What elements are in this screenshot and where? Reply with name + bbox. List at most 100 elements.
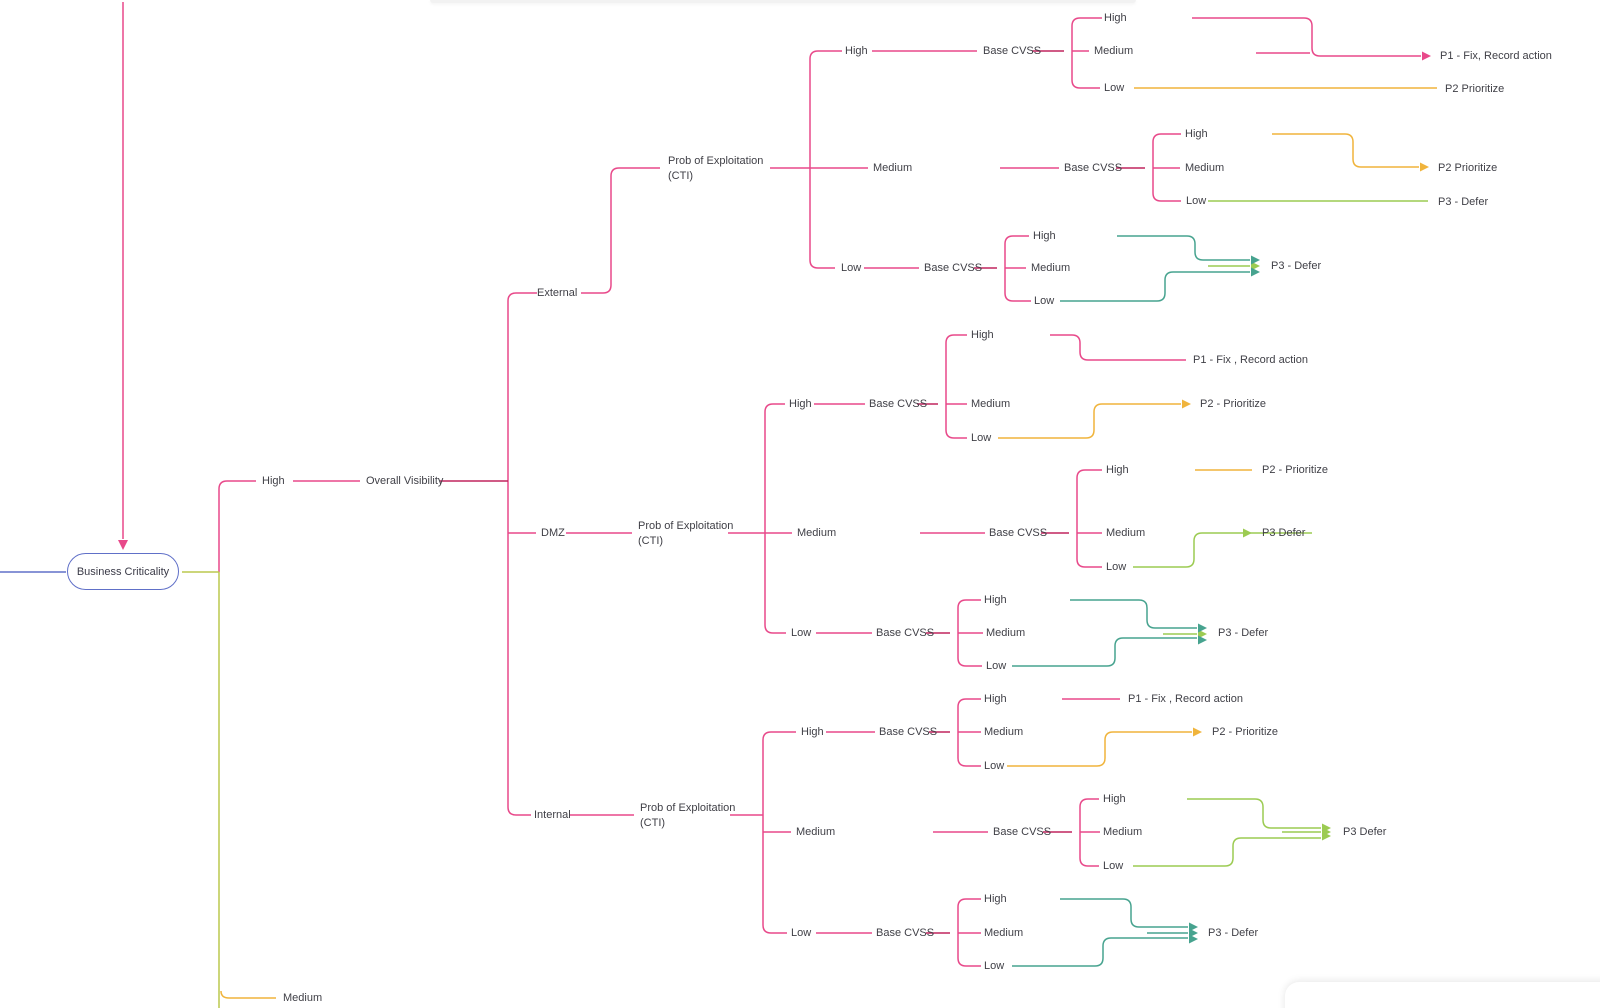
bracket-dmz	[764, 403, 786, 634]
el-outcome-p3[interactable]: P3 - Defer	[1271, 260, 1322, 272]
eh-base-cvss-node[interactable]: Base CVSS	[983, 45, 1042, 57]
dh-base-cvss-node[interactable]: Base CVSS	[869, 398, 928, 410]
eh-p1-arrowhead-icon	[1422, 51, 1431, 61]
eh-parent-label[interactable]: High	[845, 45, 868, 57]
im-high-line	[1187, 798, 1321, 829]
dm-outcome-p3[interactable]: P3 Defer	[1262, 527, 1306, 539]
im-outcome-p3[interactable]: P3 Defer	[1343, 826, 1387, 838]
il-child-medium[interactable]: Medium	[984, 927, 1024, 939]
edges-olive	[182, 571, 220, 1008]
dmz-poe-line1[interactable]: Prob of Exploitation	[638, 520, 734, 532]
ih-child-low[interactable]: Low	[984, 760, 1005, 772]
dh-outcome-p1[interactable]: P1 - Fix , Record action	[1193, 354, 1308, 366]
ih-child-high[interactable]: High	[984, 693, 1007, 705]
em-child-high[interactable]: High	[1185, 128, 1208, 140]
il-mid-arrowhead-icon	[1189, 928, 1198, 938]
il-outcome-p3[interactable]: P3 - Defer	[1208, 927, 1259, 939]
l1-high-label[interactable]: High	[262, 475, 285, 487]
dl-high-arrowhead-icon	[1198, 623, 1207, 633]
ih-child-medium[interactable]: Medium	[984, 726, 1024, 738]
il-child-low[interactable]: Low	[984, 960, 1005, 972]
dh-child-medium[interactable]: Medium	[971, 398, 1011, 410]
dm-base-cvss-node[interactable]: Base CVSS	[989, 527, 1048, 539]
dm-outcome-p2[interactable]: P2 - Prioritize	[1262, 464, 1329, 476]
internal-poe-line1[interactable]: Prob of Exploitation	[640, 802, 736, 814]
internal-label[interactable]: Internal	[534, 809, 571, 821]
ih-base-cvss-node[interactable]: Base CVSS	[879, 726, 938, 738]
dl-base-cvss-node[interactable]: Base CVSS	[876, 627, 935, 639]
external-poe-line2[interactable]: (CTI)	[668, 170, 694, 182]
il-child-high[interactable]: High	[984, 893, 1007, 905]
l1-medium-label[interactable]: Medium	[283, 992, 323, 1004]
dh-child-high[interactable]: High	[971, 329, 994, 341]
cropped-toolbar-shadow	[430, 0, 1136, 3]
dmz-poe-line2[interactable]: (CTI)	[638, 535, 664, 547]
dl-parent-label[interactable]: Low	[791, 627, 812, 639]
eh-p1-high-feeder	[1192, 17, 1421, 57]
dm-bracket	[1076, 469, 1102, 568]
dh-p1-line	[1050, 334, 1186, 361]
dl-child-low[interactable]: Low	[986, 660, 1007, 672]
l1-high-elbow	[218, 480, 256, 572]
el-child-high[interactable]: High	[1033, 230, 1056, 242]
eh-child-high[interactable]: High	[1104, 12, 1127, 24]
dm-child-medium[interactable]: Medium	[1106, 527, 1146, 539]
ih-outcome-p1[interactable]: P1 - Fix , Record action	[1128, 693, 1243, 705]
im-child-low[interactable]: Low	[1103, 860, 1124, 872]
external-poe-line1[interactable]: Prob of Exploitation	[668, 155, 764, 167]
em-parent-label[interactable]: Medium	[873, 162, 913, 174]
im-child-high[interactable]: High	[1103, 793, 1126, 805]
internal-poe-line2[interactable]: (CTI)	[640, 817, 666, 829]
em-child-low[interactable]: Low	[1186, 195, 1207, 207]
im-base-cvss-node[interactable]: Base CVSS	[993, 826, 1052, 838]
em-base-cvss-node[interactable]: Base CVSS	[1064, 162, 1123, 174]
eh-outcome-p1[interactable]: P1 - Fix, Record action	[1440, 50, 1552, 62]
el-base-cvss-node[interactable]: Base CVSS	[924, 262, 983, 274]
ih-parent-label[interactable]: High	[801, 726, 824, 738]
dh-p2-line	[998, 403, 1181, 439]
el-high-line	[1117, 235, 1250, 261]
arrows-teal	[1189, 255, 1260, 944]
em-p2-arrowhead-icon	[1420, 162, 1429, 172]
dl-outcome-p3[interactable]: P3 - Defer	[1218, 627, 1269, 639]
il-high-arrowhead-icon	[1189, 922, 1198, 932]
im-parent-label[interactable]: Medium	[796, 826, 836, 838]
dm-parent-label[interactable]: Medium	[797, 527, 837, 539]
el-low-line	[1060, 271, 1250, 302]
el-child-low[interactable]: Low	[1034, 295, 1055, 307]
bracket-external	[809, 50, 842, 269]
il-base-cvss-node[interactable]: Base CVSS	[876, 927, 935, 939]
arrows-pink	[118, 51, 1431, 550]
eh-child-low[interactable]: Low	[1104, 82, 1125, 94]
l1-medium-elbow	[220, 990, 276, 999]
eh-outcome-p2[interactable]: P2 Prioritize	[1445, 83, 1505, 95]
dl-high-line	[1070, 599, 1197, 629]
external-label[interactable]: External	[537, 287, 578, 299]
em-p2-line	[1272, 133, 1419, 168]
eh-bracket	[1071, 17, 1102, 89]
el-child-medium[interactable]: Medium	[1031, 262, 1071, 274]
em-outcome-p3[interactable]: P3 - Defer	[1438, 196, 1489, 208]
dmz-label[interactable]: DMZ	[541, 527, 565, 539]
im-child-medium[interactable]: Medium	[1103, 826, 1143, 838]
em-child-medium[interactable]: Medium	[1185, 162, 1225, 174]
dl-child-high[interactable]: High	[984, 594, 1007, 606]
dh-outcome-p2[interactable]: P2 - Prioritize	[1200, 398, 1267, 410]
em-outcome-p2[interactable]: P2 Prioritize	[1438, 162, 1498, 174]
overall-visibility-node[interactable]: Overall Visibility	[366, 475, 444, 487]
arrows-amber	[1182, 162, 1429, 737]
root-node-business-criticality[interactable]: Business Criticality	[67, 553, 179, 590]
im-low-line	[1133, 837, 1321, 867]
eh-child-medium[interactable]: Medium	[1094, 45, 1134, 57]
ih-outcome-p2[interactable]: P2 - Prioritize	[1212, 726, 1279, 738]
dh-parent-label[interactable]: High	[789, 398, 812, 410]
dh-child-low[interactable]: Low	[971, 432, 992, 444]
dl-child-medium[interactable]: Medium	[986, 627, 1026, 639]
el-parent-label[interactable]: Low	[841, 262, 862, 274]
dm-child-low[interactable]: Low	[1106, 561, 1127, 573]
dm-child-high[interactable]: High	[1106, 464, 1129, 476]
il-parent-label[interactable]: Low	[791, 927, 812, 939]
el-high-arrowhead-icon	[1251, 255, 1260, 265]
